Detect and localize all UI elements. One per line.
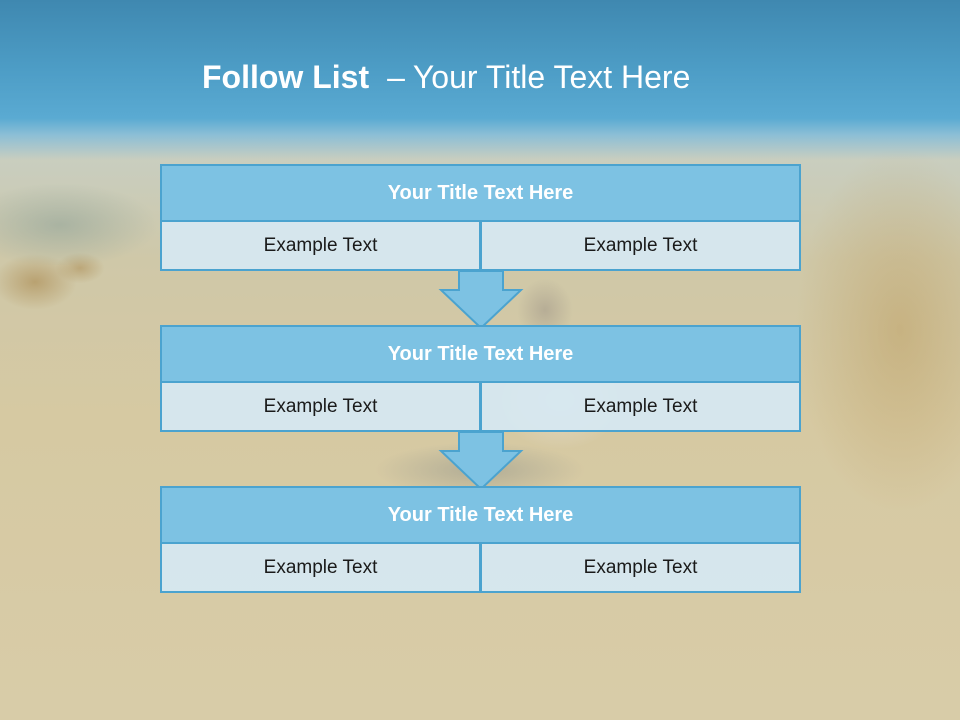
follow-list-block-2: Your Title Text Here Example Text Exampl…: [160, 325, 801, 432]
header-band: [0, 0, 960, 160]
slide-title-text: Your Title Text Here: [412, 59, 691, 95]
down-arrow-icon: [438, 431, 524, 491]
follow-list-block-3: Your Title Text Here Example Text Exampl…: [160, 486, 801, 593]
slide-title-separator: –: [387, 59, 405, 95]
block-left-text: Example Text: [160, 542, 481, 593]
block-title: Your Title Text Here: [160, 486, 801, 544]
block-right-text: Example Text: [480, 220, 801, 271]
block-title: Your Title Text Here: [160, 164, 801, 222]
tree-line-background: [0, 165, 180, 265]
block-right-text: Example Text: [480, 542, 801, 593]
block-left-text: Example Text: [160, 381, 481, 432]
block-right-text: Example Text: [480, 381, 801, 432]
slide-title: Follow List–Your Title Text Here: [202, 52, 690, 102]
block-title: Your Title Text Here: [160, 325, 801, 383]
slide-title-bold: Follow List: [202, 59, 370, 95]
follow-list-block-1: Your Title Text Here Example Text Exampl…: [160, 164, 801, 271]
down-arrow-icon: [438, 270, 524, 330]
block-left-text: Example Text: [160, 220, 481, 271]
